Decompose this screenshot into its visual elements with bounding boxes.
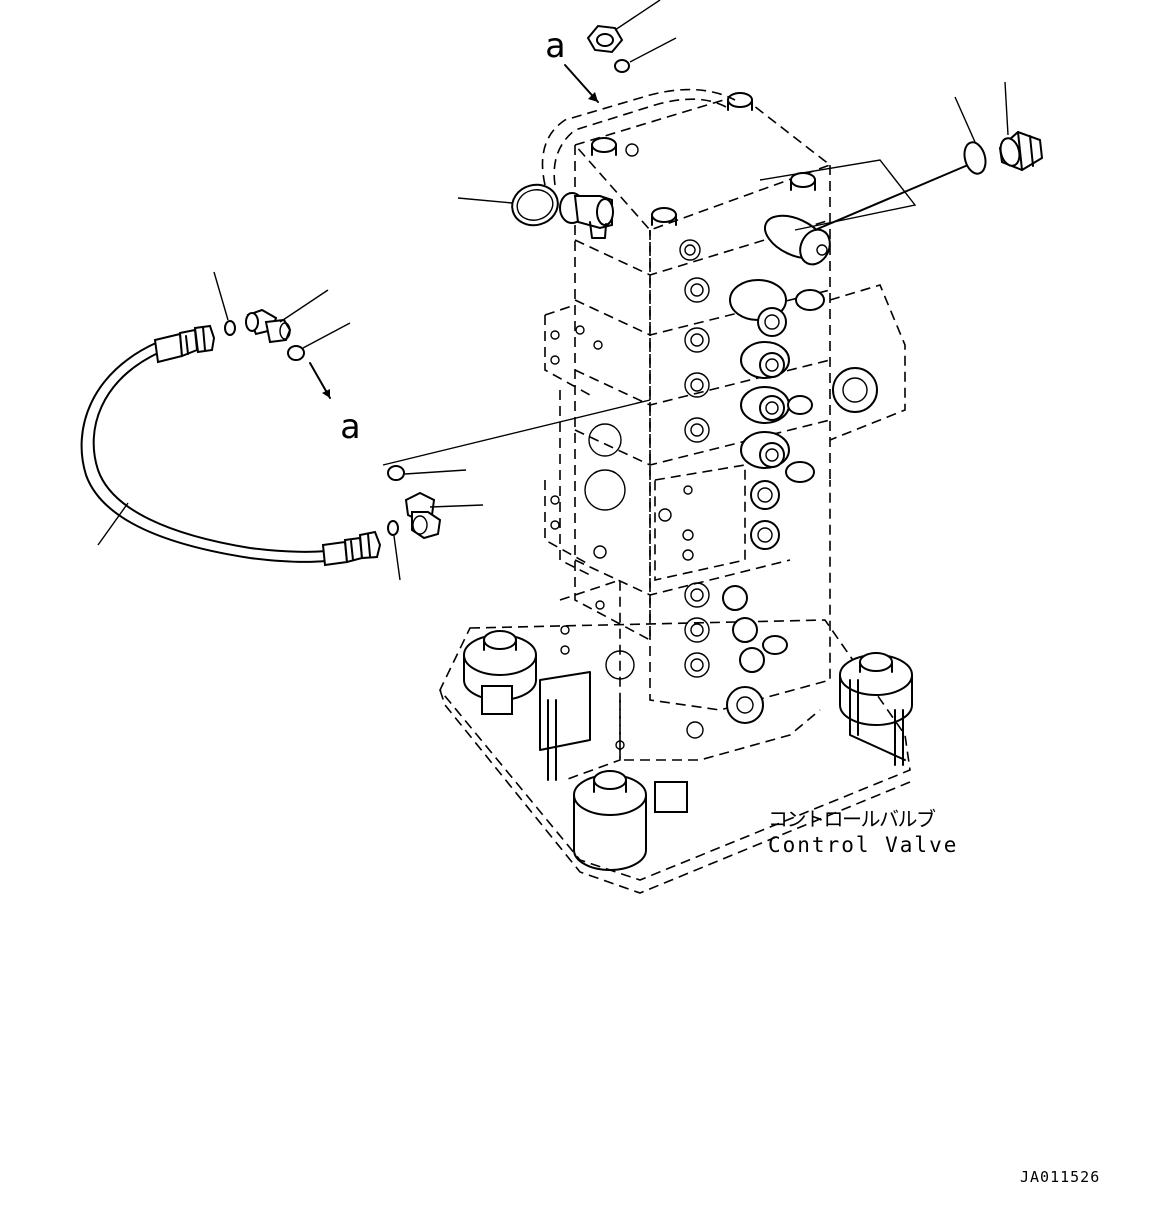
base-block-center	[654, 781, 688, 813]
top-pipe-phantom-inner	[553, 98, 729, 186]
leader-small-o-ring-upper	[213, 271, 229, 321]
fitting-plane-right	[759, 159, 917, 231]
small-o-ring-lower	[387, 520, 399, 536]
top-nut	[586, 24, 624, 54]
leader-o-ring-upper	[302, 322, 351, 349]
base-bracket	[539, 671, 591, 781]
o-ring-upper	[287, 345, 305, 361]
large-o-ring	[511, 183, 559, 227]
leader-small-o-ring-lower	[393, 535, 401, 581]
leader-top-o-ring	[629, 37, 677, 63]
leader-o-ring-right	[954, 96, 976, 143]
callout-arrowhead-top	[588, 92, 598, 102]
base-bolt-front-center	[573, 770, 647, 871]
component-label-jp: コントロールバルブ	[768, 807, 936, 831]
component-label-en: Control Valve	[768, 833, 958, 857]
callout-marker-top: a	[545, 26, 565, 66]
leader-hose	[97, 502, 129, 546]
valve-top-bolts	[591, 92, 816, 226]
leader-plug-axis	[814, 161, 976, 231]
base-block-left	[481, 685, 513, 715]
plug-right	[998, 130, 1044, 172]
callout-arrowhead-left	[322, 389, 330, 398]
leader-o-ring-lower	[404, 469, 467, 475]
callout-marker-left: a	[340, 407, 360, 447]
hose-assembly	[80, 324, 382, 567]
leader-large-o-ring	[457, 197, 513, 204]
leader-elbow-upper	[279, 289, 329, 323]
elbow-fitting-lower	[404, 491, 442, 540]
control-valve-body	[544, 94, 906, 781]
valve-cartridges	[722, 214, 878, 724]
leader-fitting-plane-lower	[382, 399, 651, 466]
top-o-ring	[614, 59, 630, 73]
valve-ports	[550, 239, 710, 750]
top-pipe-phantom	[541, 88, 736, 186]
leader-elbow-lower	[429, 504, 484, 508]
leader-plug-right	[1004, 81, 1009, 136]
base-pins	[849, 679, 906, 766]
leader-top-nut	[614, 0, 661, 31]
elbow-fitting-upper	[245, 308, 292, 344]
o-ring-right	[963, 141, 987, 175]
o-ring-lower	[387, 465, 405, 481]
small-o-ring-upper	[224, 320, 236, 336]
base-plate	[439, 619, 911, 894]
elbow-fitting-top	[559, 192, 614, 239]
drawing-number: JA011526	[1020, 1168, 1100, 1186]
